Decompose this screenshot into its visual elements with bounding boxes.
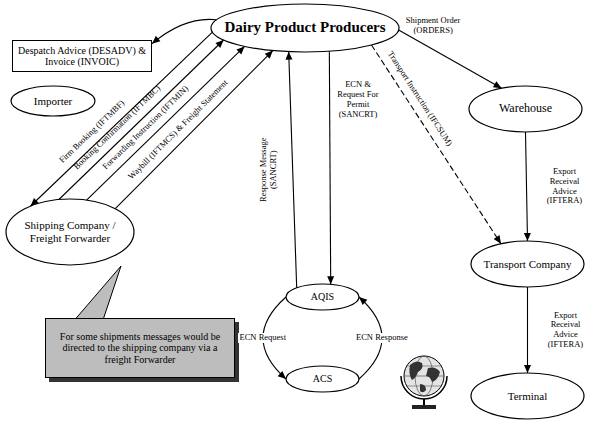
globe-illustration [401, 356, 447, 409]
connector-line [289, 52, 297, 288]
node-text: For some shipments messages would be dir… [52, 331, 228, 366]
message-label: Response Message (SANCRT) [259, 124, 279, 214]
arrow-head [524, 365, 531, 373]
ellipse-shape [286, 284, 359, 310]
message-box: Despatch Advice (DESADV) & Invoice (INVO… [12, 40, 152, 72]
party-ellipse: Warehouse [468, 85, 583, 133]
ellipse-shape [469, 86, 582, 132]
flow-arrow [87, 46, 245, 200]
connector-line [527, 287, 528, 373]
message-label: ECN Response [354, 333, 410, 343]
node-text: Despatch Advice (DESADV) & Invoice (INVO… [15, 45, 149, 68]
node-text: Warehouse [499, 102, 552, 116]
producer-ellipse: Dairy Product Producers [210, 3, 400, 53]
node-text: Dairy Product Producers [224, 19, 385, 36]
text-holder: Importer [10, 85, 96, 117]
text-holder: Transport Company [470, 240, 585, 288]
node-text: AQIS [311, 291, 334, 303]
arrow-head [285, 52, 292, 60]
arrow-head [327, 276, 334, 284]
arrow-head [524, 233, 531, 241]
arrow-head [236, 46, 244, 54]
arrow-head [265, 51, 273, 59]
flow-arrow [524, 132, 531, 241]
callout-tail [72, 266, 121, 323]
message-label: ECN Request [238, 333, 289, 343]
connector-line [329, 51, 330, 284]
party-ellipse: Terminal [470, 372, 585, 420]
node-text: ACS [313, 373, 332, 385]
ellipse-shape [471, 373, 584, 419]
node-text: Importer [34, 95, 72, 108]
connector-line [152, 19, 217, 43]
text-holder: Warehouse [468, 85, 583, 133]
flow-arrow [285, 52, 296, 288]
connector-line [399, 30, 502, 88]
text-holder: Dairy Product Producers [210, 3, 400, 53]
arrow-head [152, 36, 160, 44]
arrow-head [31, 198, 39, 206]
party-ellipse: Transport Company [470, 240, 585, 288]
flow-arrow [59, 40, 224, 200]
ellipse-shape [211, 4, 399, 52]
message-label: ECN & Request For Permit (SANCRT) [332, 80, 384, 119]
ellipse-shape [286, 366, 359, 392]
node-text: Terminal [508, 390, 548, 403]
party-ellipse: Importer [10, 85, 96, 117]
message-label: Transport Instruction (IFCSUM) [385, 49, 454, 147]
agency-ellipse: AQIS [285, 283, 360, 311]
flow-arrow [399, 30, 502, 88]
node-text: Shipping Company / Freight Forwarder [23, 219, 118, 244]
arrow-head [215, 40, 223, 48]
connector-line [59, 40, 224, 200]
party-ellipse: Shipping Company / Freight Forwarder [5, 198, 135, 266]
arrow-head [494, 235, 501, 244]
node-text: Transport Company [484, 258, 572, 271]
flow-arrow [327, 51, 334, 284]
ellipse-shape [471, 241, 584, 287]
callout-note: For some shipments messages would be dir… [45, 318, 235, 378]
ellipse-shape [6, 199, 134, 265]
arrow-head [493, 81, 502, 88]
text-holder: Terminal [470, 372, 585, 420]
agency-ellipse: ACS [285, 365, 360, 393]
connector-line [526, 132, 528, 241]
arrow-head [278, 371, 286, 379]
text-holder: For some shipments messages would be dir… [46, 319, 234, 377]
message-label: Export Receival Advice (IFTERA) [539, 167, 591, 206]
flow-arrow [371, 45, 501, 244]
connector-line [371, 45, 501, 244]
text-holder: Despatch Advice (DESADV) & Invoice (INVO… [13, 41, 151, 71]
message-label: Shipment Order (ORDERS) [397, 16, 469, 36]
arrow-head [359, 297, 367, 305]
text-holder: ACS [285, 365, 360, 393]
text-holder: Shipping Company / Freight Forwarder [5, 198, 135, 266]
ellipse-shape [11, 86, 95, 116]
flow-arrow [152, 19, 217, 43]
message-label: Export Receival Advice (IFTERA) [540, 311, 592, 350]
flow-arrow [524, 287, 531, 373]
connector-line [87, 46, 245, 200]
text-holder: AQIS [285, 283, 360, 311]
